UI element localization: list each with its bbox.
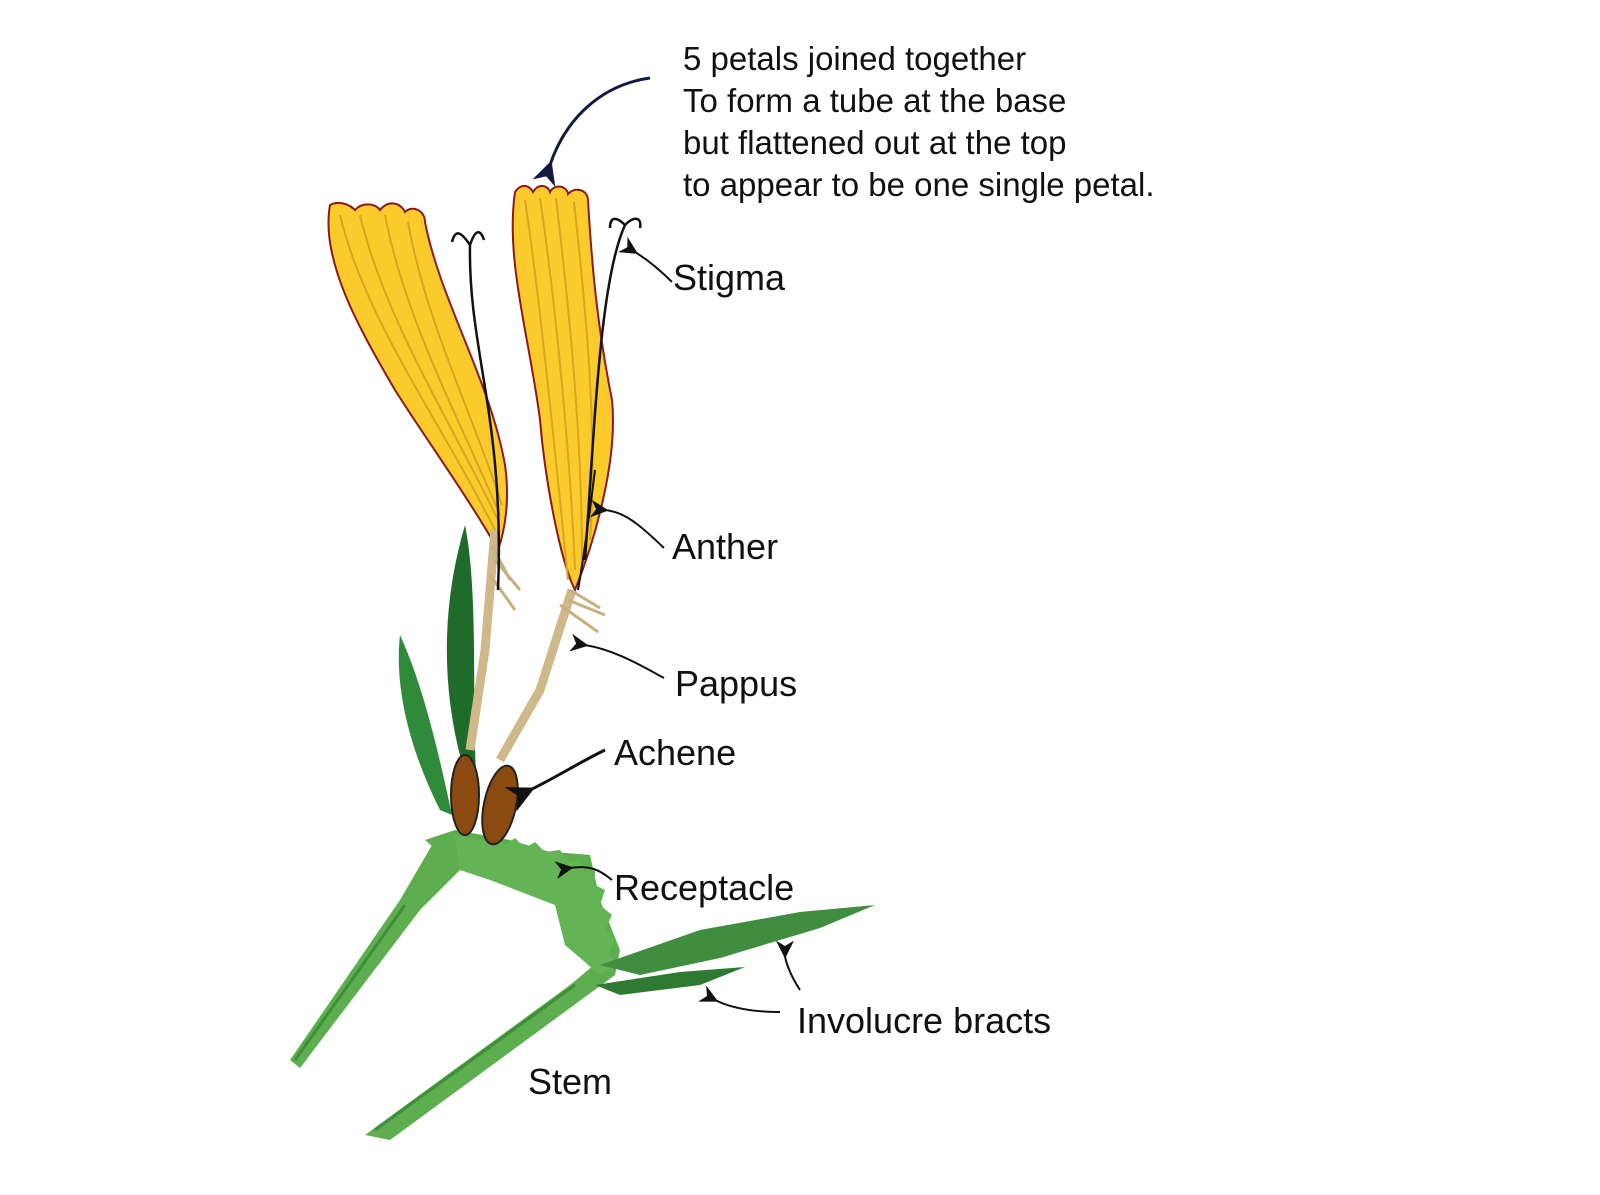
receptacle-arrow — [554, 861, 613, 881]
achene-label: Achene — [614, 732, 737, 773]
anther-arrow — [589, 499, 665, 549]
left-floret — [327, 201, 522, 836]
bract-arrow-1 — [775, 940, 801, 991]
stigma-arrow — [618, 236, 673, 283]
pointer-arrows — [504, 76, 801, 1013]
petal-note-line-4: to appear to be one single petal. — [683, 166, 1155, 203]
bract-arrow-2 — [698, 985, 781, 1013]
right-floret — [481, 185, 642, 846]
achene-arrow — [504, 748, 606, 812]
pappus-arrow — [569, 633, 665, 679]
petal-note-line-2: To form a tube at the base — [683, 82, 1067, 119]
receptacle-shape — [455, 835, 620, 975]
stem-label: Stem — [528, 1061, 613, 1102]
petal-note-line-3: but flattened out at the top — [683, 124, 1067, 161]
pappus-label: Pappus — [675, 663, 798, 704]
note-arrow — [532, 76, 651, 188]
stigma-label: Stigma — [673, 257, 786, 298]
anther-label: Anther — [672, 526, 779, 567]
petal-note-line-1: 5 petals joined together — [683, 40, 1027, 77]
petal-note: 5 petals joined together To form a tube … — [683, 38, 1155, 206]
receptacle-label: Receptacle — [614, 867, 795, 908]
involucre-bracts-label: Involucre bracts — [797, 1000, 1052, 1041]
